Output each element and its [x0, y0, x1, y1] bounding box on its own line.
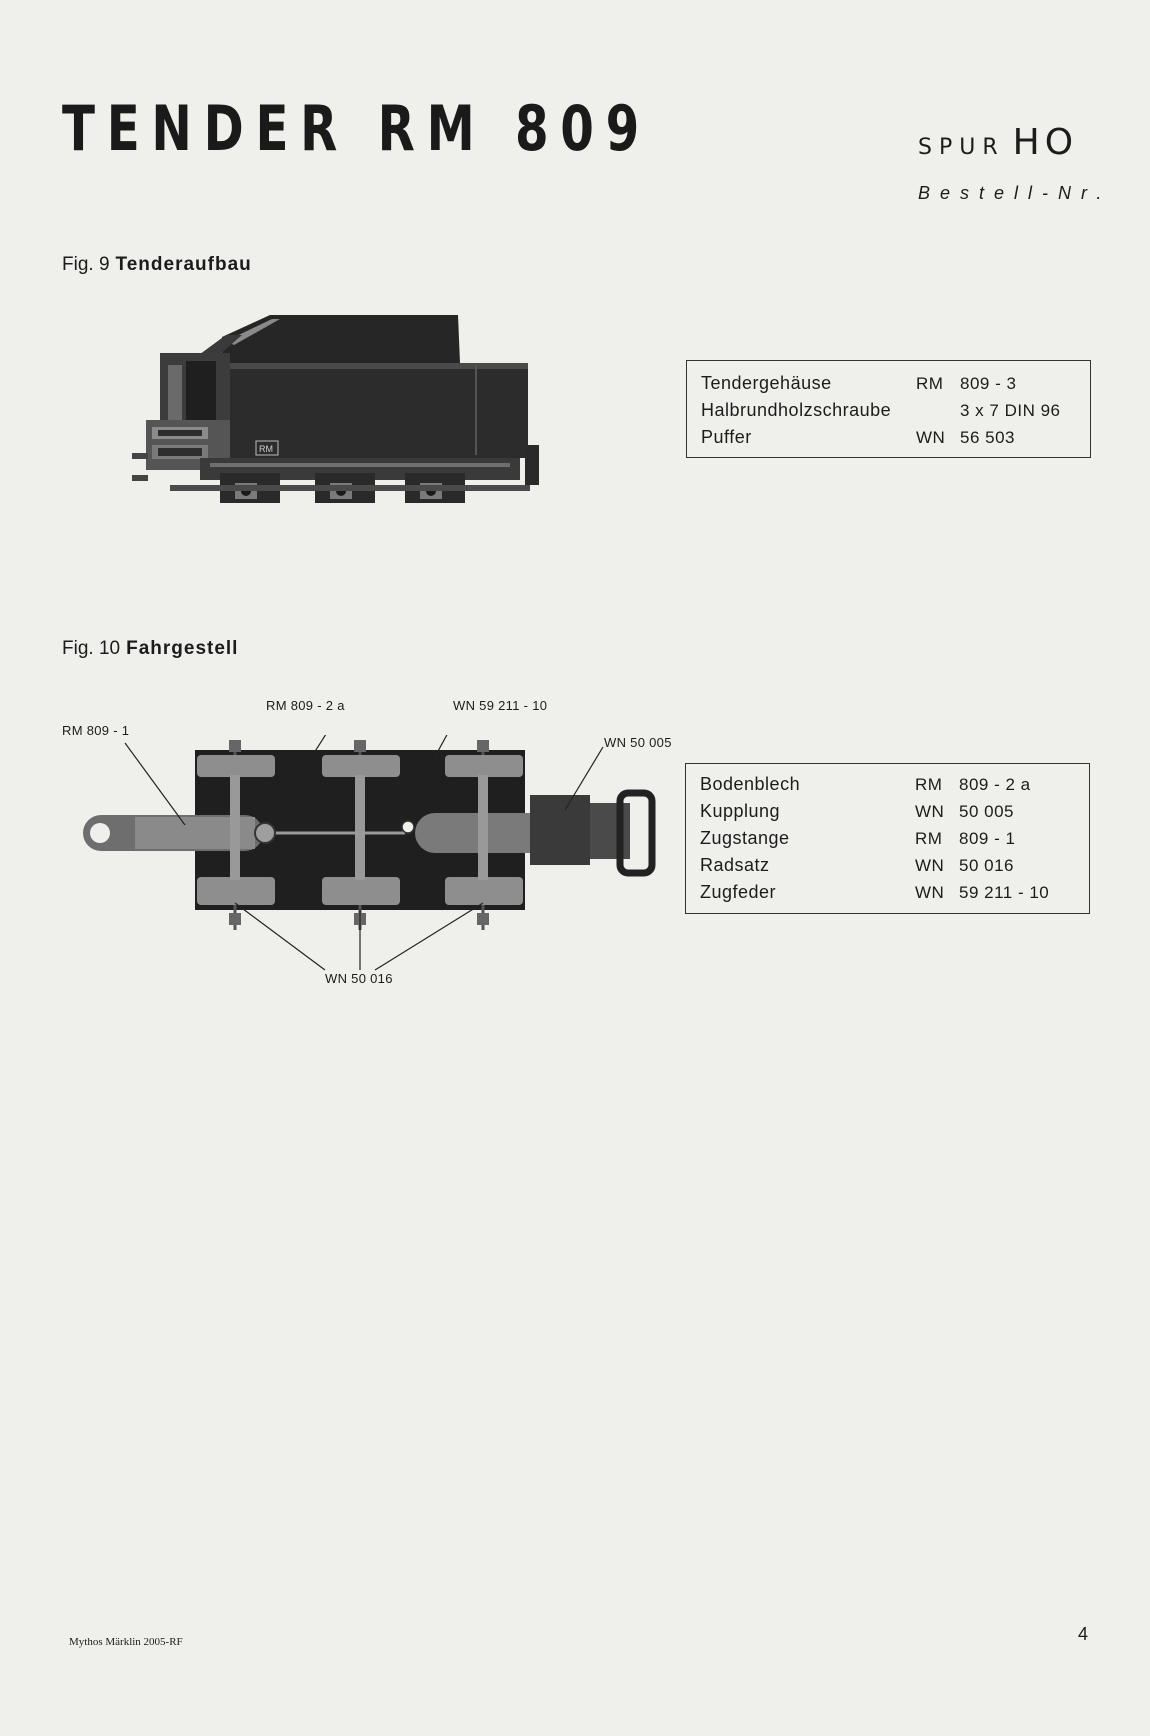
- part-code: RM: [915, 775, 943, 794]
- table-row: Zugfeder WN 59 211 - 10: [686, 880, 1089, 907]
- page-number: 4: [1078, 1624, 1089, 1644]
- table-row: Bodenblech RM 809 - 2 a: [686, 772, 1089, 799]
- source-credit: Mythos Märklin 2005-RF: [69, 1636, 183, 1648]
- part-name: Zugstange: [700, 828, 790, 848]
- part-code: WN: [916, 428, 946, 447]
- part-number: 50 005: [959, 802, 1014, 821]
- callout-wn59211: WN 59 211 - 10: [453, 698, 548, 713]
- part-code: RM: [915, 829, 943, 848]
- callout-rm809-2a: RM 809 - 2 a: [266, 698, 345, 713]
- emblem-text: RM: [259, 444, 273, 454]
- table-row: Tendergehäuse RM 809 - 3: [687, 371, 1090, 398]
- part-code: WN: [915, 883, 945, 902]
- part-number: 809 - 2 a: [959, 775, 1031, 794]
- part-code: WN: [915, 802, 945, 821]
- fig10-title: Fahrgestell: [126, 638, 239, 659]
- table-row: Puffer WN 56 503: [687, 425, 1090, 452]
- part-code: WN: [915, 856, 945, 875]
- order-number-label: Bestell-Nr.: [918, 183, 1112, 203]
- part-number: 809 - 1: [959, 829, 1016, 848]
- part-number: 56 503: [960, 428, 1015, 447]
- part-name: Puffer: [701, 427, 752, 447]
- part-name: Tendergehäuse: [701, 373, 832, 393]
- fig9-title: Tenderaufbau: [115, 254, 252, 275]
- part-number: 50 016: [959, 856, 1014, 875]
- part-name: Radsatz: [700, 855, 770, 875]
- table-row: Halbrundholzschraube 3 x 7 DIN 96: [687, 398, 1090, 425]
- gauge-label: SPUR HO: [918, 122, 1078, 163]
- table-row: Zugstange RM 809 - 1: [686, 826, 1089, 853]
- part-name: Halbrundholzschraube: [701, 400, 892, 420]
- callout-rm809-1: RM 809 - 1: [62, 723, 130, 738]
- fig10-parts-table: Bodenblech RM 809 - 2 a Kupplung WN 50 0…: [685, 763, 1090, 914]
- tender-body-illustration: RM: [132, 315, 539, 503]
- table-row: Kupplung WN 50 005: [686, 799, 1089, 826]
- part-name: Zugfeder: [700, 882, 777, 902]
- spur-word: SPUR: [918, 135, 1005, 160]
- callout-wn50016: WN 50 016: [325, 971, 393, 986]
- part-number: 809 - 3: [960, 374, 1017, 393]
- part-code: RM: [916, 374, 944, 393]
- part-name: Bodenblech: [700, 774, 801, 794]
- table-row: Radsatz WN 50 016: [686, 853, 1089, 880]
- callout-wn50005: WN 50 005: [604, 735, 672, 750]
- part-number: 3 x 7 DIN 96: [960, 401, 1061, 420]
- part-number: 59 211 - 10: [959, 883, 1050, 902]
- chassis-illustration: [83, 735, 656, 971]
- page-title: TENDER RM 809: [62, 92, 651, 165]
- gauge-value: HO: [1012, 122, 1079, 163]
- fig9-parts-table: Tendergehäuse RM 809 - 3 Halbrundholzsch…: [686, 360, 1091, 458]
- fig10-number: Fig. 10: [62, 638, 121, 659]
- part-name: Kupplung: [700, 801, 781, 821]
- fig9-number: Fig. 9: [62, 254, 110, 275]
